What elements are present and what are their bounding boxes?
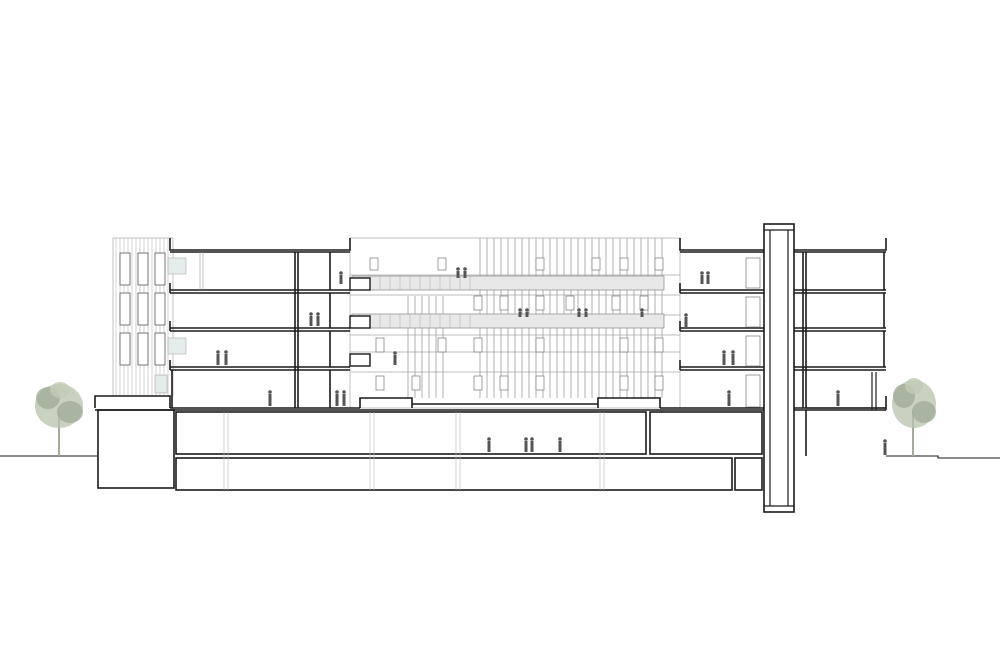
people-figures (216, 267, 887, 455)
basement-section (97, 409, 807, 491)
right-wing-doors (745, 257, 761, 408)
person-figure (727, 390, 731, 406)
person-figure (577, 308, 581, 317)
person-figure (456, 267, 460, 278)
atrium-edge-landings (349, 277, 371, 367)
left-wing-light-partitions (199, 252, 204, 290)
person-figure (530, 437, 534, 452)
person-figure (706, 271, 710, 284)
right-entrance-canopy (806, 372, 886, 410)
person-figure (584, 308, 588, 317)
person-figure (518, 308, 522, 317)
vertical-core (763, 223, 795, 513)
person-figure (335, 390, 339, 406)
person-figure (224, 350, 228, 365)
atrium-back-windows (369, 257, 664, 391)
person-figure (393, 351, 397, 365)
person-figure (836, 390, 840, 406)
person-figure (268, 390, 272, 406)
person-figure (731, 350, 735, 365)
core-inner-lines (764, 229, 794, 507)
tree-left (35, 382, 83, 456)
basement-light-lines (223, 412, 605, 490)
person-figure (342, 390, 346, 406)
person-figure (722, 350, 726, 365)
person-figure (684, 313, 688, 327)
person-figure (524, 437, 528, 452)
person-figure (640, 308, 644, 317)
person-figure (339, 271, 343, 284)
person-figure (883, 439, 887, 455)
left-facade-strip (115, 238, 187, 396)
person-figure (463, 267, 467, 278)
person-figure (525, 308, 529, 317)
person-figure (700, 271, 704, 284)
person-figure (309, 312, 313, 326)
tree-right (892, 378, 936, 456)
person-figure (216, 350, 220, 365)
person-figure (487, 437, 491, 452)
person-figure (558, 437, 562, 452)
person-figure (316, 312, 320, 326)
